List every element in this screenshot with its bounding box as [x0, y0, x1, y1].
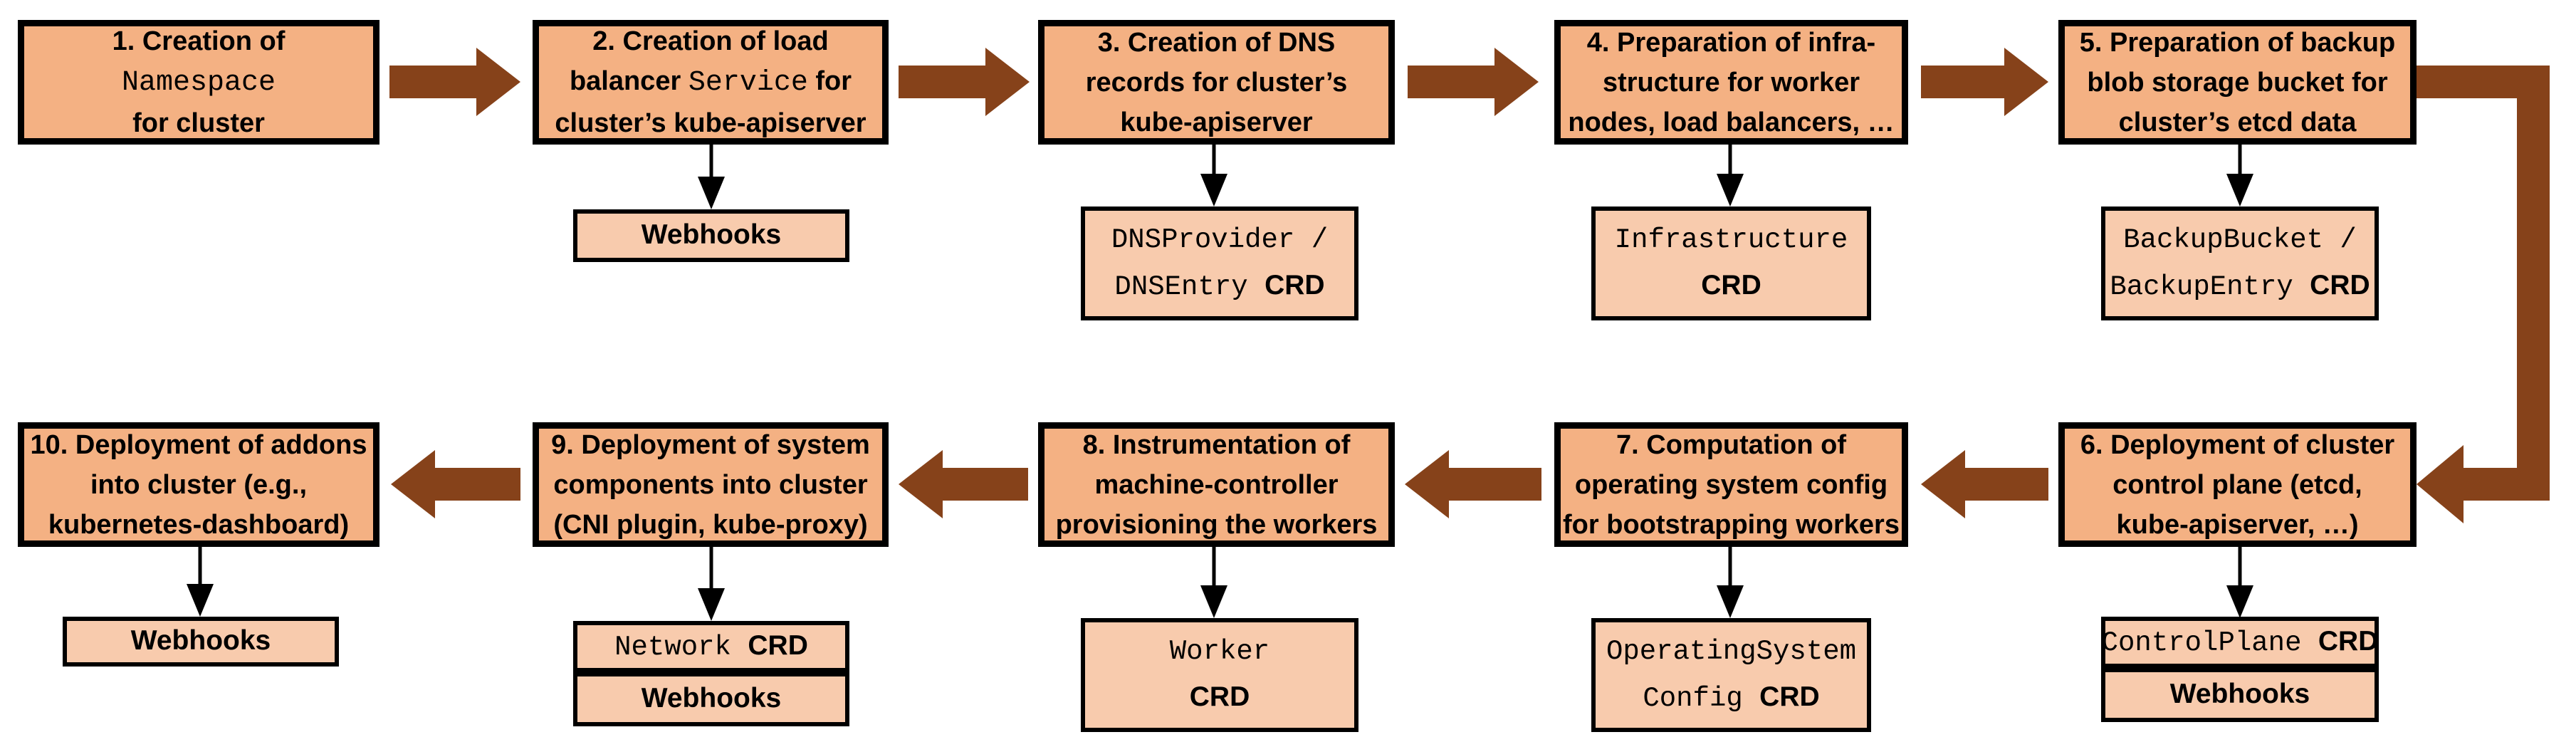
step-5-backupbucket-backupentry-crd-box: BackupBucket / BackupEntry CRD — [2101, 207, 2379, 320]
step-text-line: 5. Preparation of backup — [2079, 27, 2396, 58]
step-text-line: for cluster — [132, 108, 265, 138]
arrow-step1-to-step2-icon — [389, 48, 520, 116]
arrow-step7-to-step8-icon — [1405, 450, 1541, 518]
step-text-line: kube-apiserver, …) — [2116, 509, 2359, 540]
step-9-network-crd-box: Network CRD — [573, 621, 849, 672]
arrow-step6-to-step7-icon — [1921, 450, 2048, 518]
step-text-line: nodes, load balancers, … — [1568, 107, 1895, 137]
arrow-step2-to-step3-icon — [899, 48, 1030, 116]
step-text-line: structure for worker — [1602, 67, 1860, 98]
crd-text-line: BackupBucket / — [2123, 224, 2357, 256]
step-7-operatingsystemconfig-crd-box: OperatingSystem Config CRD — [1591, 618, 1871, 732]
step-text-line: 9. Deployment of system — [551, 429, 870, 460]
step-3-dnsprovider-dnsentry-crd-box: DNSProvider / DNSEntry CRD — [1081, 207, 1358, 320]
step-10-box: 10. Deployment of addons into cluster (e… — [18, 422, 379, 547]
step-text-line: 3. Creation of DNS — [1097, 27, 1336, 58]
step-text-line: components into cluster — [553, 469, 868, 500]
step-5-box: 5. Preparation of backup blob storage bu… — [2058, 20, 2417, 145]
crd-text-line: Worker — [1169, 636, 1270, 667]
connector-step6-crd-icon — [2226, 547, 2253, 618]
crd-text-line: BackupEntry CRD — [2110, 270, 2370, 303]
step-2-box: 2. Creation of load balancer Service for… — [533, 20, 889, 145]
step-text-line: 2. Creation of load — [592, 26, 829, 56]
step-text-line: 10. Deployment of addons — [30, 429, 367, 460]
crd-text-line: ControlPlane CRD — [2101, 626, 2379, 659]
step-text-line: machine-controller — [1094, 469, 1339, 500]
crd-text-line: Webhooks — [641, 219, 782, 250]
step-text-line: into cluster (e.g., — [90, 469, 308, 500]
step-text-line: records for cluster’s — [1085, 67, 1348, 98]
connector-step2-webhooks-icon — [698, 145, 725, 209]
step-text-line: 6. Deployment of cluster — [2080, 429, 2395, 460]
crd-text-line: Webhooks — [2169, 679, 2310, 709]
step-text-line: 7. Computation of — [1616, 429, 1846, 460]
arrow-step3-to-step4-icon — [1408, 48, 1539, 116]
step-6-webhooks-box: Webhooks — [2101, 668, 2379, 722]
step-text-line: cluster’s etcd data — [2118, 107, 2357, 137]
crd-text-line: Network CRD — [614, 630, 808, 663]
connector-step8-crd-icon — [1200, 547, 1227, 618]
step-text-line: Namespace — [121, 67, 276, 99]
step-text-line: kube-apiserver — [1120, 107, 1313, 137]
step-text-line: 1. Creation of — [112, 26, 286, 56]
step-text-line: for bootstrapping workers — [1563, 509, 1900, 540]
connector-step10-webhooks-icon — [187, 547, 214, 617]
arrow-step9-to-step10-icon — [391, 450, 520, 518]
step-8-box: 8. Instrumentation of machine-controller… — [1038, 422, 1395, 547]
step-text-line: operating system config — [1574, 469, 1888, 500]
step-10-webhooks-box: Webhooks — [63, 617, 339, 667]
step-text-line: 8. Instrumentation of — [1082, 429, 1351, 460]
crd-text-line: Infrastructure — [1614, 224, 1848, 256]
step-text-line: (CNI plugin, kube-proxy) — [553, 509, 868, 540]
crd-text-line: OperatingSystem — [1606, 636, 1857, 667]
step-2-webhooks-box: Webhooks — [573, 209, 849, 262]
step-6-box: 6. Deployment of cluster control plane (… — [2058, 422, 2417, 547]
step-1-box: 1. Creation of Namespace for cluster — [18, 20, 379, 145]
step-8-worker-crd-box: Worker CRD — [1081, 618, 1358, 732]
crd-text-line: Config CRD — [1643, 681, 1820, 714]
step-4-infrastructure-crd-box: Infrastructure CRD — [1591, 207, 1871, 320]
step-text-line: balancer Service for — [569, 66, 852, 99]
connector-step4-crd-icon — [1717, 145, 1744, 207]
step-text-line: blob storage bucket for — [2087, 67, 2388, 98]
crd-text-line: DNSProvider / — [1111, 224, 1329, 256]
arrow-step4-to-step5-icon — [1921, 48, 2048, 116]
step-text-line: cluster’s kube-apiserver — [555, 108, 866, 138]
crd-text-line: CRD — [1189, 681, 1250, 712]
step-9-webhooks-box: Webhooks — [573, 672, 849, 726]
crd-text-line: Webhooks — [130, 625, 271, 656]
connector-step7-crd-icon — [1717, 547, 1744, 618]
connector-step5-crd-icon — [2226, 145, 2253, 207]
crd-text-line: Webhooks — [641, 683, 782, 714]
step-text-line: provisioning the workers — [1055, 509, 1378, 540]
connector-step9-crd-icon — [698, 547, 725, 621]
step-3-box: 3. Creation of DNS records for cluster’s… — [1038, 20, 1395, 145]
connector-step3-crd-icon — [1200, 145, 1227, 207]
step-9-box: 9. Deployment of system components into … — [533, 422, 889, 547]
step-text-line: kubernetes-dashboard) — [48, 509, 350, 540]
crd-text-line: CRD — [1701, 270, 1761, 301]
step-text-line: control plane (etcd, — [2112, 469, 2362, 500]
step-text-line: 4. Preparation of infra- — [1586, 27, 1876, 58]
arrow-step8-to-step9-icon — [899, 450, 1028, 518]
arrow-step5-to-step6-elbow-icon — [2415, 66, 2550, 523]
step-4-box: 4. Preparation of infra- structure for w… — [1554, 20, 1908, 145]
step-6-controlplane-crd-box: ControlPlane CRD — [2101, 617, 2379, 668]
step-7-box: 7. Computation of operating system confi… — [1554, 422, 1908, 547]
crd-text-line: DNSEntry CRD — [1114, 270, 1325, 303]
